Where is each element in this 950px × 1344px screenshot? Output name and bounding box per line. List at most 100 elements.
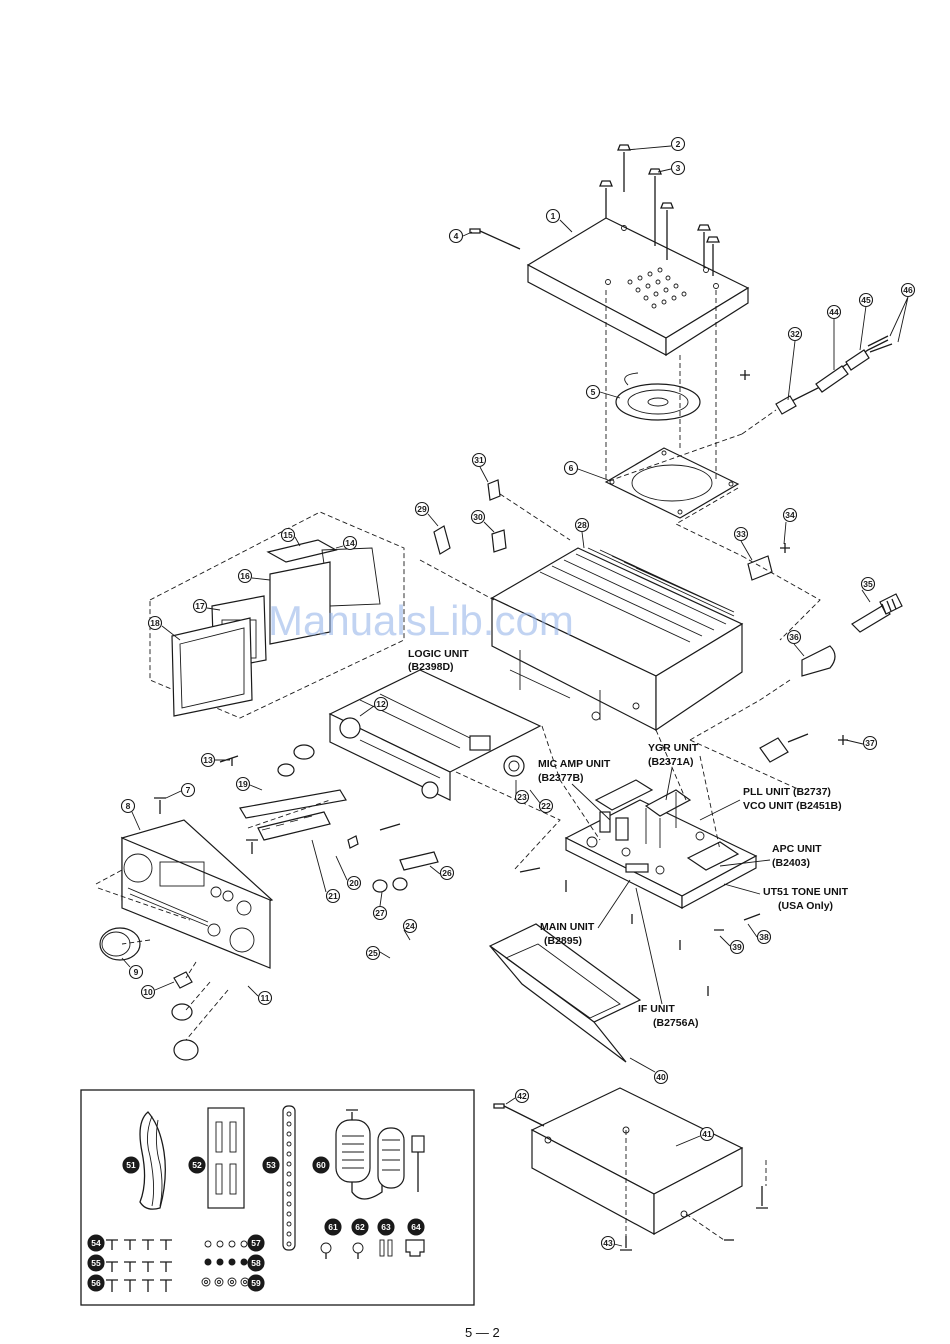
svg-text:58: 58 <box>251 1258 261 1268</box>
svg-text:18: 18 <box>150 618 160 628</box>
top-cover <box>469 144 750 380</box>
callout-18: 18 <box>147 615 163 631</box>
mounting-plate <box>207 1107 245 1209</box>
cover-vent-holes <box>605 225 719 309</box>
callout-40: 40 <box>653 1069 669 1085</box>
small-brackets <box>433 479 790 581</box>
svg-text:39: 39 <box>732 942 742 952</box>
knob-shafts <box>219 744 408 893</box>
small-hardware <box>106 1239 425 1292</box>
terminals <box>320 1239 425 1259</box>
heatsink-chassis <box>490 547 744 732</box>
svg-text:44: 44 <box>829 307 839 317</box>
callout-29: 29 <box>414 501 430 517</box>
callout-20: 20 <box>346 875 362 891</box>
front-panel <box>120 797 274 969</box>
svg-text:5: 5 <box>591 387 596 397</box>
callout-38: 38 <box>756 929 772 945</box>
label-logic-unit-1: LOGIC UNIT <box>408 648 469 660</box>
svg-text:64: 64 <box>411 1222 421 1232</box>
callout-58: 58 <box>247 1254 265 1272</box>
callout-30: 30 <box>470 509 486 525</box>
svg-text:36: 36 <box>789 632 799 642</box>
knobs <box>99 927 199 1061</box>
label-ygr-unit-2: (B2371A) <box>648 756 694 768</box>
callout-4: 4 <box>448 228 464 244</box>
svg-text:56: 56 <box>91 1278 101 1288</box>
svg-text:27: 27 <box>375 908 385 918</box>
callout-31: 31 <box>471 452 487 468</box>
callout-2: 2 <box>670 136 686 152</box>
callout-42: 42 <box>514 1088 530 1104</box>
callouts: 1 2 3 4 5 6 7 8 9 10 11 12 13 14 15 16 1… <box>87 136 916 1292</box>
callout-33: 33 <box>733 526 749 542</box>
callout-57: 57 <box>247 1234 265 1252</box>
callout-12: 12 <box>373 696 389 712</box>
label-pll-unit: PLL UNIT (B2737) <box>743 786 831 798</box>
svg-text:33: 33 <box>736 529 746 539</box>
callout-7: 7 <box>180 782 196 798</box>
callout-64: 64 <box>407 1218 425 1236</box>
svg-text:13: 13 <box>203 755 213 765</box>
bottom-cover <box>493 1087 768 1251</box>
callout-8: 8 <box>120 798 136 814</box>
callout-10: 10 <box>140 984 156 1000</box>
svg-text:52: 52 <box>192 1160 202 1170</box>
callout-51: 51 <box>122 1156 140 1174</box>
callout-16: 16 <box>237 568 253 584</box>
label-ygr-unit-1: YGR UNIT <box>648 742 699 754</box>
callout-44: 44 <box>826 304 842 320</box>
callout-62: 62 <box>351 1218 369 1236</box>
svg-text:22: 22 <box>541 801 551 811</box>
callout-13: 13 <box>200 752 216 768</box>
label-main-unit-2: (B2895) <box>544 935 582 947</box>
assembly-guide-lines <box>419 433 821 871</box>
page-number: 5 — 2 <box>465 1325 500 1340</box>
label-mic-amp-unit-2: (B2377B) <box>538 772 584 784</box>
label-apc-unit-1: APC UNIT <box>772 843 822 855</box>
svg-text:62: 62 <box>355 1222 365 1232</box>
callout-56: 56 <box>87 1274 105 1292</box>
callout-32: 32 <box>787 326 803 342</box>
screw-rows <box>106 1239 172 1292</box>
callout-39: 39 <box>729 939 745 955</box>
svg-text:29: 29 <box>417 504 427 514</box>
svg-text:19: 19 <box>238 779 248 789</box>
svg-text:1: 1 <box>551 211 556 221</box>
svg-text:16: 16 <box>240 571 250 581</box>
svg-text:63: 63 <box>381 1222 391 1232</box>
label-apc-unit-2: (B2403) <box>772 857 810 869</box>
svg-text:60: 60 <box>316 1160 326 1170</box>
callout-leaders <box>121 145 909 1247</box>
callout-34: 34 <box>782 507 798 523</box>
svg-text:31: 31 <box>474 455 484 465</box>
svg-text:25: 25 <box>368 948 378 958</box>
svg-text:38: 38 <box>759 932 769 942</box>
svg-text:21: 21 <box>328 891 338 901</box>
washer-rows <box>201 1240 250 1287</box>
logic-unit-board <box>328 669 542 801</box>
svg-text:57: 57 <box>251 1238 261 1248</box>
callout-53: 53 <box>262 1156 280 1174</box>
callout-24: 24 <box>402 918 418 934</box>
svg-text:41: 41 <box>702 1129 712 1139</box>
svg-text:20: 20 <box>349 878 359 888</box>
svg-text:8: 8 <box>126 801 131 811</box>
label-logic-unit-2: (B2398D) <box>408 661 454 673</box>
svg-text:34: 34 <box>785 510 795 520</box>
perforated-strip <box>282 1105 296 1251</box>
callout-1: 1 <box>545 208 561 224</box>
svg-text:7: 7 <box>186 785 191 795</box>
callout-59: 59 <box>247 1274 265 1292</box>
callout-23: 23 <box>514 789 530 805</box>
callout-41: 41 <box>699 1126 715 1142</box>
antenna-connector <box>759 593 903 763</box>
label-if-unit-1: IF UNIT <box>638 1003 675 1015</box>
watermark-text: ManualsLib.com <box>268 597 574 644</box>
callout-43: 43 <box>600 1235 616 1251</box>
display-window-parts <box>171 539 381 717</box>
svg-text:12: 12 <box>376 699 386 709</box>
callout-11: 11 <box>257 990 273 1006</box>
svg-text:14: 14 <box>345 538 355 548</box>
